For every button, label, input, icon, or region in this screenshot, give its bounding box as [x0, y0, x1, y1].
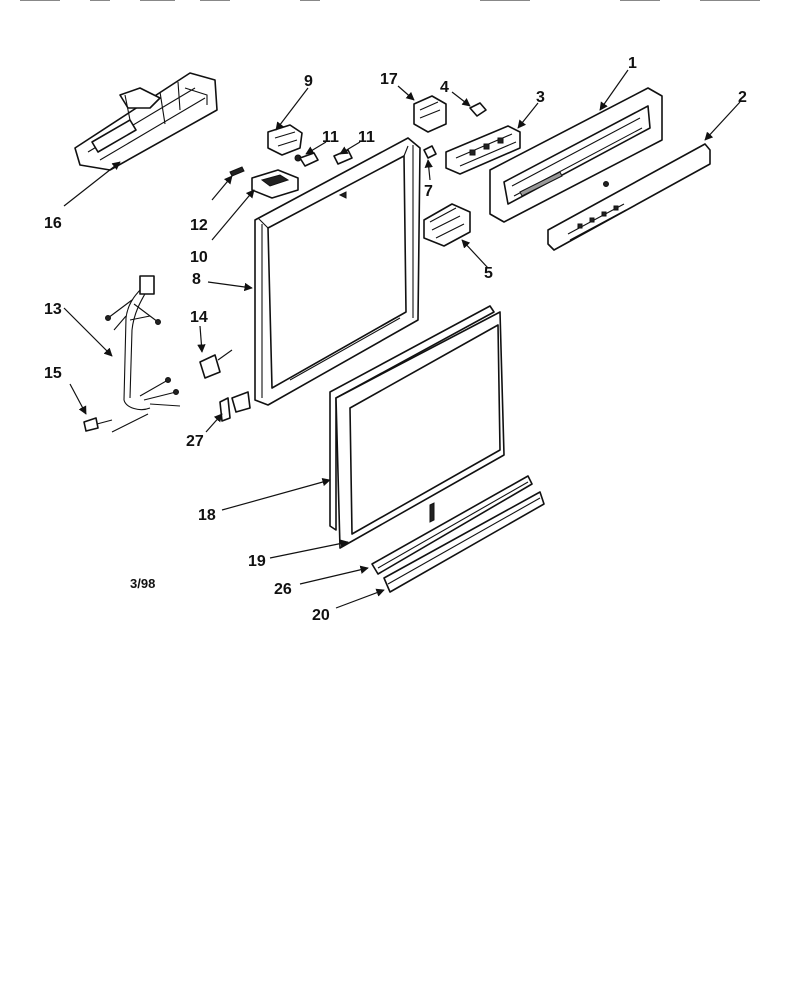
callout-16: 16	[44, 215, 62, 232]
callout-7: 7	[424, 183, 433, 200]
callout-18: 18	[198, 507, 216, 524]
leader-lines	[63, 69, 741, 609]
callout-4: 4	[440, 79, 449, 96]
callout-3: 3	[536, 89, 545, 106]
part-14-switch	[199, 349, 233, 379]
callout-26: 26	[274, 581, 292, 598]
callout-14: 14	[190, 309, 208, 326]
callout-13: 13	[44, 301, 62, 318]
callout-2: 2	[738, 89, 747, 106]
callout-9: 9	[304, 73, 313, 90]
callout-1: 1	[628, 55, 637, 72]
callout-10: 10	[190, 249, 208, 266]
callout-11a: 11	[322, 129, 339, 146]
part-15-screw	[83, 417, 113, 432]
part-16-housing	[74, 72, 218, 171]
part-20-toe-panel	[383, 491, 545, 593]
part-8-door-frame	[231, 137, 421, 413]
callout-17: 17	[380, 71, 398, 88]
callout-27: 27	[186, 433, 204, 450]
callout-8: 8	[192, 271, 201, 288]
part-9-bracket	[267, 124, 303, 162]
part-27-clip	[219, 397, 231, 422]
part-5-connector	[423, 203, 471, 247]
part-3-control-module	[445, 125, 521, 175]
date-code: 3/98	[130, 576, 155, 591]
callout-12: 12	[190, 217, 208, 234]
part-1-console-panel	[489, 87, 663, 223]
part-13-wire-harness	[105, 275, 181, 411]
part-2-trim-strip	[547, 143, 711, 251]
part-4-knob	[469, 102, 487, 117]
part-19-inner-panel	[349, 324, 501, 535]
part-17-bracket	[413, 95, 447, 133]
part-12-pin	[229, 166, 245, 177]
callout-19: 19	[248, 553, 266, 570]
part-10-hinge	[251, 169, 299, 199]
callout-labels: 1 2 3 4 5 7 8 9 10 11 11 12 13 14 15 16 …	[44, 55, 747, 624]
callout-15: 15	[44, 365, 62, 382]
callout-5: 5	[484, 265, 493, 282]
callout-11b: 11	[358, 129, 375, 146]
callout-20: 20	[312, 607, 330, 624]
part-26-kick-strip	[371, 475, 533, 575]
part-7-screw	[423, 145, 437, 159]
